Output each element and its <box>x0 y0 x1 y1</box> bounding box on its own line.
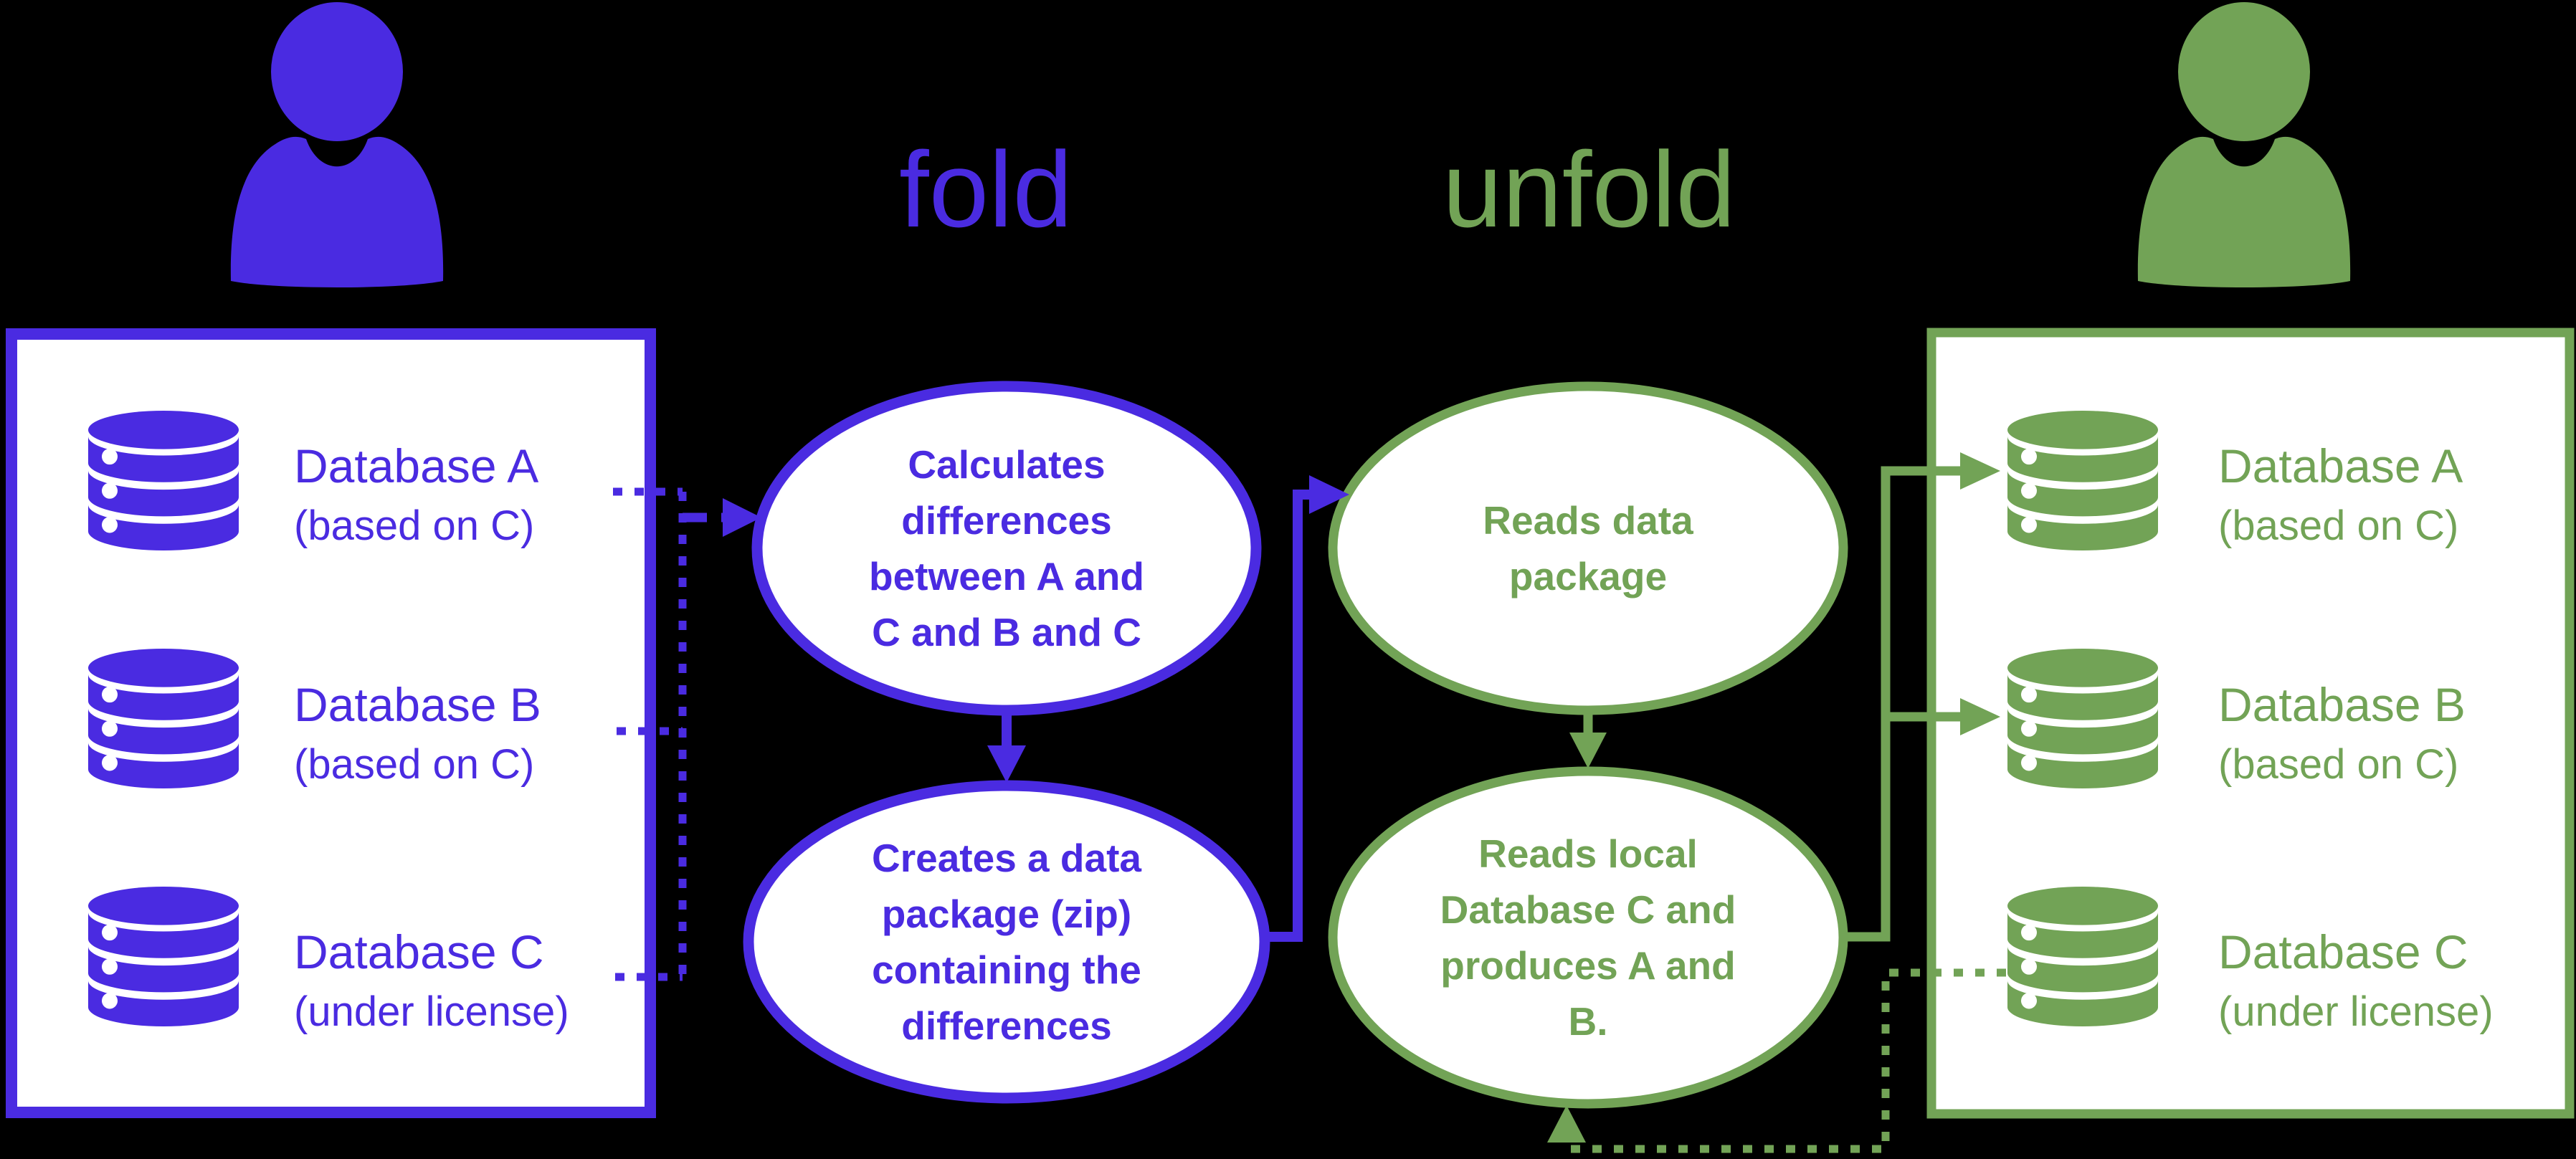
unfold-step2-line: Reads local <box>1478 831 1698 876</box>
database-b-name-right: Database B <box>2218 678 2466 731</box>
fold-step1-line: C and B and C <box>872 610 1141 654</box>
database-a-note-right: (based on C) <box>2218 502 2459 549</box>
fold-step2-line: package (zip) <box>881 892 1132 936</box>
unfold-step1-text: Reads data package <box>1387 492 1789 604</box>
fold-title: fold <box>899 129 1073 249</box>
database-a-name-left: Database A <box>294 439 539 492</box>
data-provider-person-icon <box>230 2 444 287</box>
unfold-title: unfold <box>1443 129 1736 249</box>
unfold-step2-line: produces A and <box>1440 943 1736 988</box>
database-c-name-right: Database C <box>2218 925 2468 978</box>
arrowhead-package-to-unfold <box>1309 475 1349 514</box>
fold-step2-line: differences <box>901 1003 1112 1048</box>
fold-step2-node <box>743 780 1270 1104</box>
fold-step1-text: Calculates differences between A and C a… <box>806 437 1207 660</box>
connector-unfold-to-database-a <box>1840 466 1963 942</box>
fold-step2-line: containing the <box>872 948 1141 992</box>
unfold-step1-line: Reads data <box>1483 498 1693 543</box>
database-c-note-left: (under license) <box>294 988 569 1035</box>
database-c-note-right: (under license) <box>2218 988 2494 1035</box>
arrowhead-fold-step1-to-step2 <box>987 745 1026 783</box>
database-b-name-left: Database B <box>294 678 541 731</box>
arrowhead-unfold-step1-to-step2 <box>1569 733 1607 768</box>
unfold-step2-line: B. <box>1568 999 1608 1044</box>
database-a-name-right: Database A <box>2218 439 2463 492</box>
fold-step1-node <box>751 381 1262 716</box>
unfold-step1-line: package <box>1508 554 1668 598</box>
arrowhead-into-database-b <box>1960 698 2000 735</box>
unfold-step1-node <box>1328 381 1848 715</box>
arrowhead-into-unfold-step2 <box>1547 1105 1586 1143</box>
arrowhead-into-database-a <box>1960 452 2000 490</box>
database-b-note-left: (based on C) <box>294 741 535 788</box>
arrowhead-into-calculates <box>723 498 761 537</box>
database-a-note-left: (based on C) <box>294 502 535 549</box>
unfold-step2-text: Reads local Database C and produces A an… <box>1387 826 1789 1049</box>
fold-step1-line: differences <box>901 498 1112 543</box>
fold-step2-text: Creates a data package (zip) containing … <box>806 830 1207 1054</box>
data-receiver-person-icon <box>2137 2 2351 287</box>
unfold-step2-node <box>1328 766 1848 1109</box>
fold-step1-line: between A and <box>868 554 1145 598</box>
fold-step2-line: Creates a data <box>871 836 1142 880</box>
connector-package-to-unfold <box>1265 490 1311 942</box>
database-b-note-right: (based on C) <box>2218 741 2459 788</box>
database-c-name-left: Database C <box>294 925 544 978</box>
fold-step1-line: Calculates <box>908 442 1106 487</box>
unfold-step2-line: Database C and <box>1440 887 1736 932</box>
